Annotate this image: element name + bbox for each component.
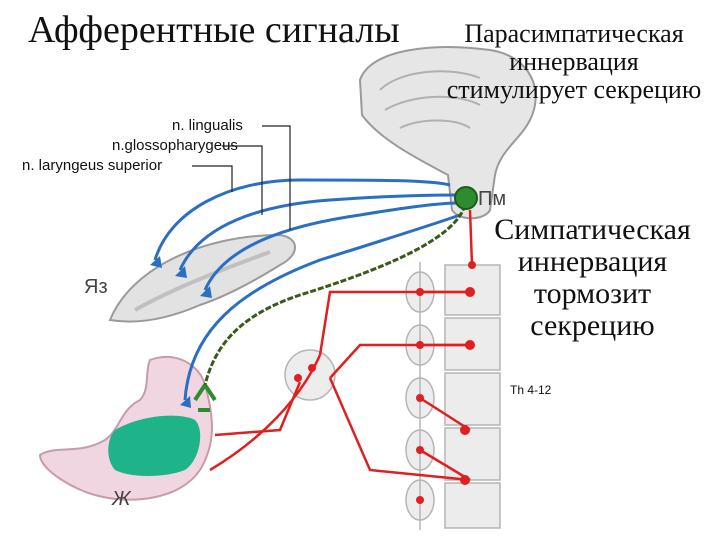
label-leaders bbox=[192, 125, 291, 230]
afferent-title: Афферентные сигналы bbox=[28, 9, 400, 51]
brain-stem-drawing bbox=[358, 46, 537, 220]
afferent-pathways bbox=[153, 178, 461, 401]
vagal-ending bbox=[193, 383, 217, 412]
parasympathetic-path bbox=[203, 204, 467, 386]
label-laryngeus: n. laryngeus superior bbox=[22, 157, 163, 174]
label-lingualis: n. lingualis bbox=[172, 117, 243, 134]
sympathetic-caption: Симпатическая иннервация тормозит секрец… bbox=[494, 213, 691, 342]
label-medulla: Пм bbox=[478, 188, 507, 210]
sympathetic-pathways bbox=[209, 209, 474, 482]
tongue-drawing bbox=[108, 233, 296, 323]
stomach-secretory-area bbox=[108, 415, 201, 476]
sympathetic-nodes bbox=[294, 261, 476, 504]
label-spinal-segment: Th 4-12 bbox=[510, 383, 552, 397]
afferent-arrowheads bbox=[150, 256, 212, 408]
label-stomach: Ж bbox=[112, 488, 131, 510]
stomach-drawing bbox=[38, 355, 213, 501]
vagal-nucleus-node bbox=[454, 186, 478, 210]
label-tongue: Яз bbox=[84, 276, 108, 298]
parasympathetic-caption: Парасимпатическая иннервация стимулирует… bbox=[446, 19, 702, 104]
label-glossopharyngeus: n.glossopharygeus bbox=[112, 137, 238, 154]
